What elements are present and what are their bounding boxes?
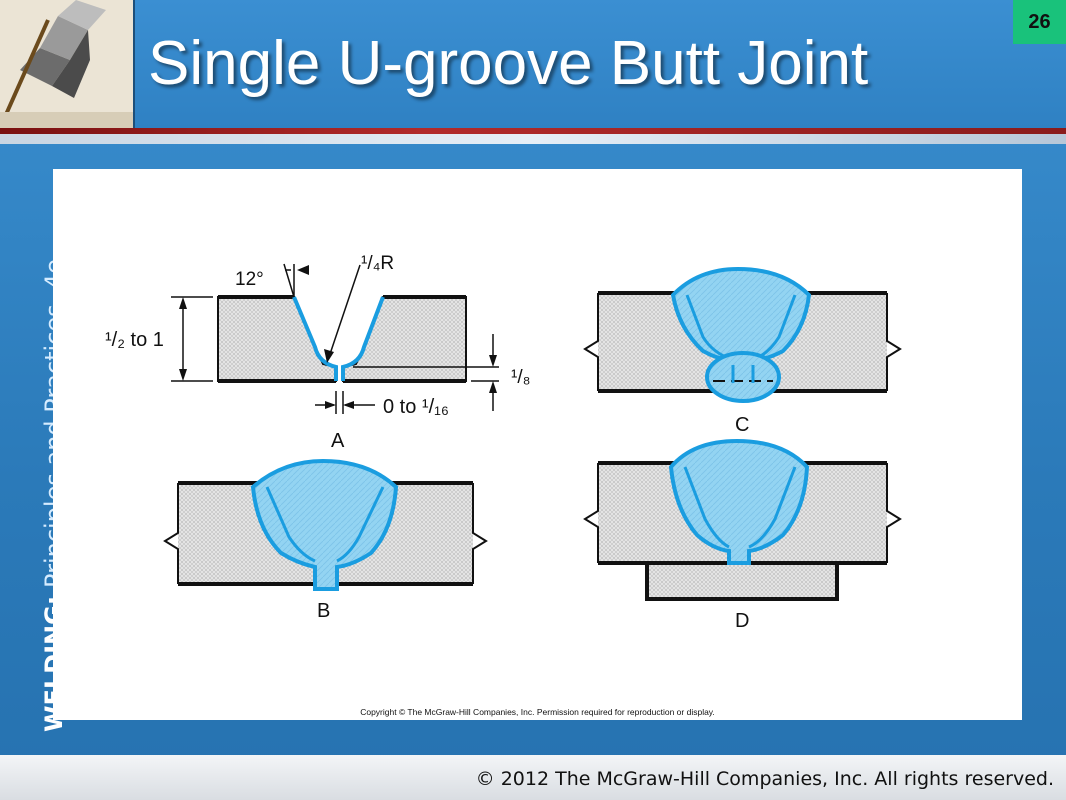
label-angle: 12° (235, 269, 264, 290)
figure-copyright: Copyright © The McGraw-Hill Companies, I… (360, 707, 715, 717)
footer-bar (0, 755, 1066, 800)
label-root-opening: 0 to ¹/₁₆ (383, 396, 449, 418)
u-groove-diagram: 12° ¹/₄R ¹/₂ to 1 ¹/₈ 0 to ¹/₁₆ A B (105, 253, 902, 632)
figure-d (583, 438, 902, 601)
figure-a (171, 263, 499, 414)
label-thickness: ¹/₂ to 1 (105, 329, 164, 351)
slide-title: Single U-groove Butt Joint (148, 29, 869, 98)
header-divider-light (0, 134, 1066, 144)
figure-c (583, 266, 902, 403)
label-root-face: ¹/₈ (511, 367, 530, 388)
label-c: C (735, 414, 749, 436)
header-bar (0, 0, 1066, 128)
label-d: D (735, 610, 749, 632)
label-b: B (317, 600, 330, 622)
header-divider (0, 128, 1066, 134)
book-title-sidebar: WELDING: Principles and Practices, 4e (2, 259, 68, 732)
slide-number: 26 (1013, 0, 1066, 44)
footer-copyright: © 2012 The McGraw-Hill Companies, Inc. A… (475, 768, 1054, 790)
label-radius: ¹/₄R (361, 253, 394, 274)
figure-b (163, 458, 488, 591)
label-a: A (331, 430, 345, 452)
figure-panel: 12° ¹/₄R ¹/₂ to 1 ¹/₈ 0 to ¹/₁₆ A B (53, 169, 1022, 720)
welding-logo-image (0, 0, 135, 128)
